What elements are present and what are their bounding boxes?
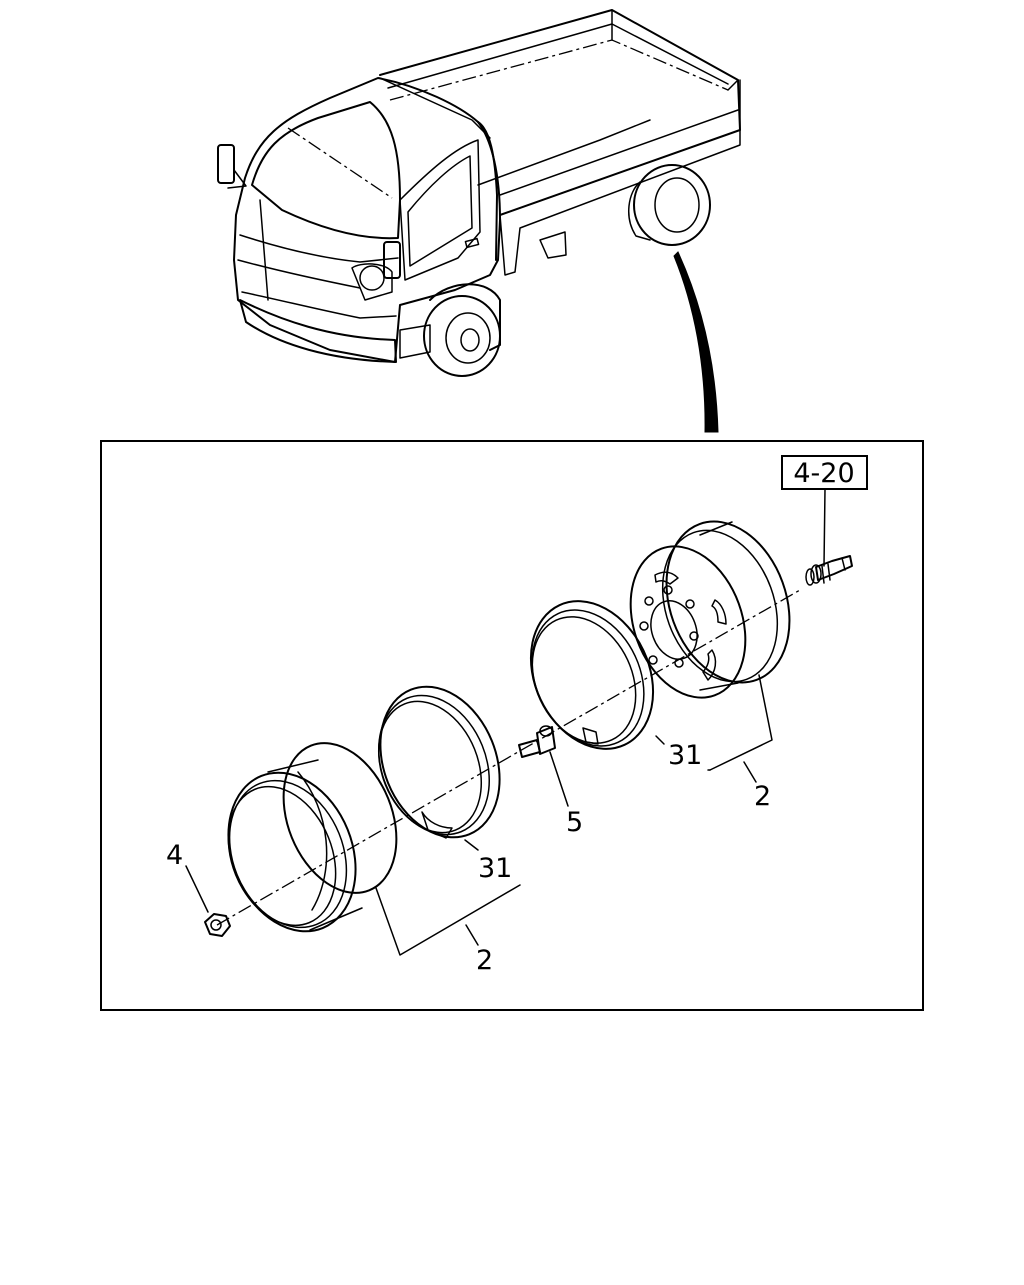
label-ring-rear: 31 <box>668 740 702 771</box>
label-wheel-rear: 2 <box>754 781 771 812</box>
stud-bolt <box>518 725 556 758</box>
label-stud: 5 <box>566 807 583 838</box>
cargo-bed <box>379 9 741 276</box>
rear-split-ring <box>529 600 655 750</box>
label-wheel-front: 2 <box>476 945 493 976</box>
wheel-nut <box>204 913 231 937</box>
truck-rear-wheel <box>628 164 711 246</box>
reference-label: 4-20 <box>793 458 854 489</box>
pointer-arrow <box>673 251 719 433</box>
assembly-axis <box>216 589 801 926</box>
bolt-part <box>805 555 853 586</box>
reference-box[interactable]: 4-20 <box>781 455 868 490</box>
cab <box>217 77 567 363</box>
label-ring-front: 31 <box>478 853 512 884</box>
detail-frame <box>100 440 924 1011</box>
truck-front-wheel <box>423 295 501 377</box>
leader-lines <box>185 674 773 956</box>
front-split-ring <box>377 685 501 839</box>
front-wheel-rim <box>227 742 398 933</box>
truck-illustration <box>217 9 741 433</box>
rear-wheel-rim <box>629 520 791 699</box>
label-nut: 4 <box>166 840 183 871</box>
